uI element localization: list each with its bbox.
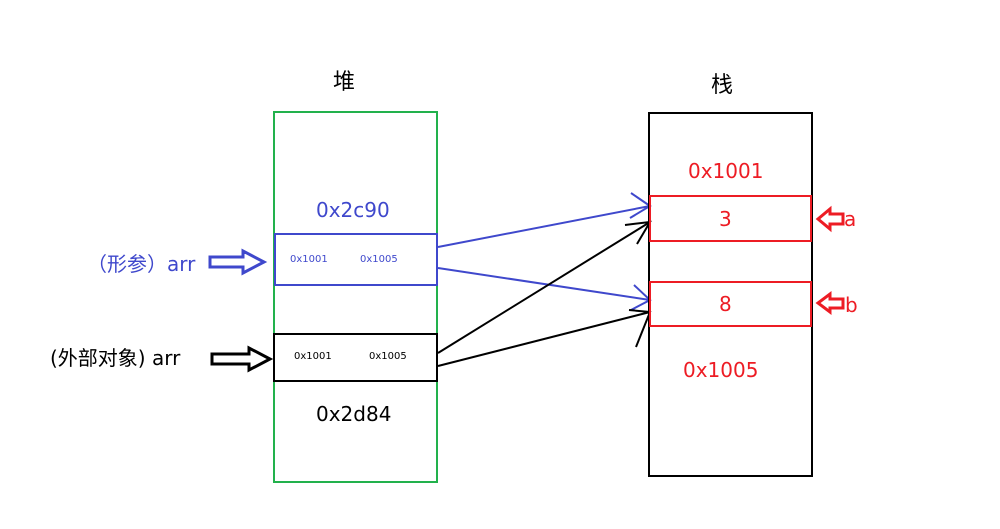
stack-cell-a — [649, 195, 812, 242]
param-arrow-to-a — [437, 205, 651, 248]
outer-arrow-to-a — [437, 221, 651, 354]
stack-cell-b — [649, 281, 812, 327]
stack-top-address: 0x1001 — [688, 159, 764, 183]
var-a-arrow-icon — [815, 205, 845, 233]
stack-bottom-address: 0x1005 — [683, 358, 759, 382]
param-arrow-to-b — [437, 267, 651, 301]
heap-param-address: 0x2c90 — [316, 198, 390, 222]
heap-title: 堆 — [333, 70, 356, 95]
param-arr-label: （形参）arr — [87, 252, 196, 276]
param-hollow-arrow-icon — [208, 248, 268, 276]
heap-outer-address: 0x2d84 — [316, 402, 392, 426]
heap-region — [273, 111, 438, 483]
param-arrowhead-a — [629, 192, 652, 219]
param-pointer-arrows — [437, 192, 652, 311]
outer-pointer-arrows — [437, 220, 652, 367]
outer-arrow-to-b — [437, 311, 651, 367]
stack-cell-a-value: 3 — [719, 207, 732, 231]
outer-arr-label: (外部对象) arr — [50, 346, 181, 370]
param-array-cell: 0x1005 — [360, 254, 398, 265]
stack-cell-b-value: 8 — [719, 292, 732, 316]
stack-title: 栈 — [711, 73, 734, 98]
param-array-box — [274, 233, 438, 286]
outer-hollow-arrow-icon — [210, 345, 274, 373]
outer-array-cell: 0x1001 — [294, 351, 332, 362]
var-a-label: a — [844, 207, 857, 231]
param-array-cell: 0x1001 — [290, 254, 328, 265]
outer-array-box — [273, 333, 438, 382]
outer-array-cell: 0x1005 — [369, 351, 407, 362]
var-b-arrow-icon — [815, 291, 845, 315]
var-b-label: b — [845, 293, 858, 317]
